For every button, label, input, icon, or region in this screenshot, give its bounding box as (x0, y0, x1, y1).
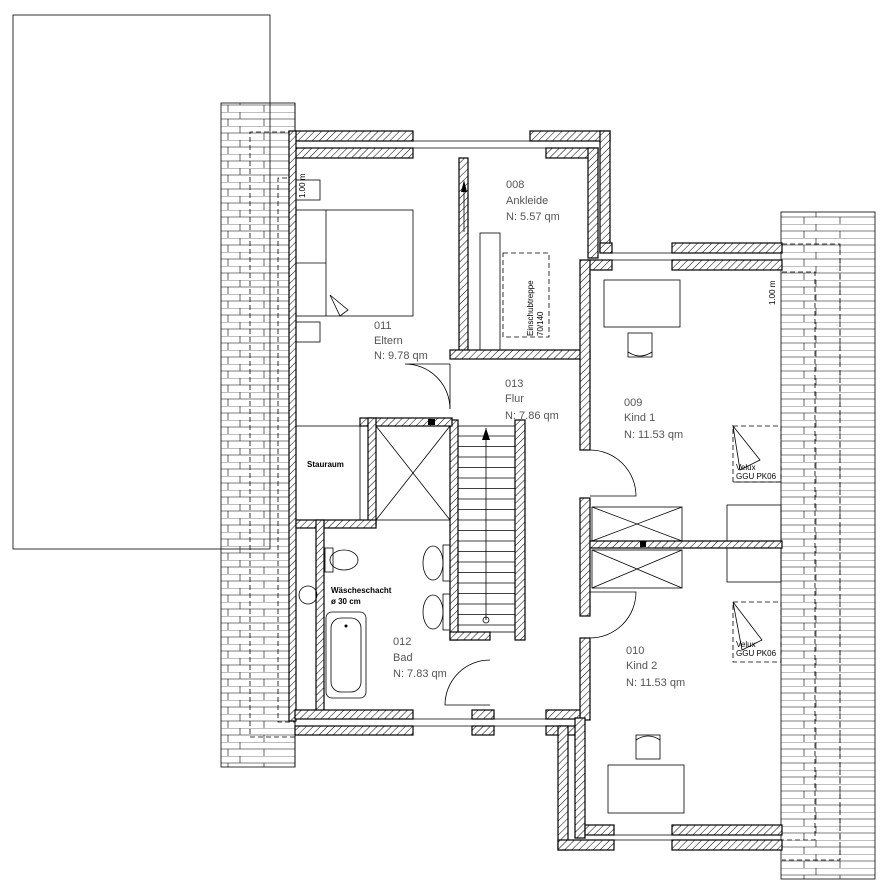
svg-text:011: 011 (374, 320, 392, 332)
svg-text:N: 11.53 qm: N: 11.53 qm (624, 429, 683, 441)
stauraum-label: Stauraum (307, 460, 344, 469)
svg-text:Kind 2: Kind 2 (626, 660, 657, 672)
roof-right (780, 211, 876, 880)
svg-text:N: 7.86 qm: N: 7.86 qm (505, 410, 559, 422)
height-marker-right: 1.00 m (768, 280, 777, 305)
svg-text:Flur: Flur (505, 393, 524, 405)
knee-line-left (277, 177, 295, 723)
velux-label-1b: GGU PK06 (736, 472, 777, 481)
room-010-label: 010 Kind 2 N: 11.53 qm (626, 645, 685, 689)
double-bed (295, 179, 414, 343)
ankleide-fittings (461, 180, 550, 351)
svg-text:Kind 1: Kind 1 (624, 412, 655, 424)
kind2-furniture (607, 601, 782, 814)
einschubtreppe-label: Einschubtreppe (526, 280, 535, 336)
svg-text:Ankleide: Ankleide (506, 195, 548, 207)
svg-text:N: 5.57 qm: N: 5.57 qm (506, 211, 560, 223)
staircase (457, 425, 516, 633)
wardrobes (591, 504, 782, 589)
schacht-size-label: ø 30 cm (331, 597, 361, 606)
svg-text:N: 9.78 qm: N: 9.78 qm (374, 350, 428, 362)
shower (375, 419, 451, 521)
waescheschacht-label: Wäscheschacht (331, 586, 392, 595)
eave-line-right (782, 243, 841, 861)
room-008-label: 008 Ankleide N: 5.57 qm (506, 179, 560, 223)
velux-label-2a: Velux (736, 640, 756, 649)
svg-text:N: 11.53 qm: N: 11.53 qm (626, 677, 685, 689)
doors (404, 363, 637, 706)
velux-label-1a: Velux (736, 463, 756, 472)
roof-left (220, 102, 296, 768)
room-013-label: 013 Flur N: 7.86 qm (505, 378, 559, 422)
room-011-label: 011 Eltern N: 9.78 qm (374, 320, 428, 362)
kind1-furniture (603, 279, 782, 483)
einschubtreppe-size-label: 70/140 (536, 311, 545, 336)
velux-label-2b: GGU PK06 (736, 649, 777, 658)
svg-text:010: 010 (626, 645, 644, 657)
svg-text:Bad: Bad (393, 652, 413, 664)
svg-text:012: 012 (393, 636, 411, 648)
svg-text:009: 009 (624, 397, 642, 409)
bath-fixtures (298, 544, 451, 699)
windows (413, 140, 672, 841)
svg-text:N: 7.83 qm: N: 7.83 qm (393, 668, 447, 680)
eave-line-left (249, 131, 295, 738)
room-009-label: 009 Kind 1 N: 11.53 qm (624, 397, 683, 441)
knee-line-right (782, 271, 816, 841)
svg-text:013: 013 (505, 378, 523, 390)
svg-text:008: 008 (506, 179, 524, 191)
walls (288, 130, 783, 851)
room-012-label: 012 Bad N: 7.83 qm (393, 636, 447, 680)
stauraum-box (295, 425, 361, 521)
svg-text:Eltern: Eltern (374, 335, 403, 347)
height-marker-left: 1.00 m (298, 173, 307, 198)
